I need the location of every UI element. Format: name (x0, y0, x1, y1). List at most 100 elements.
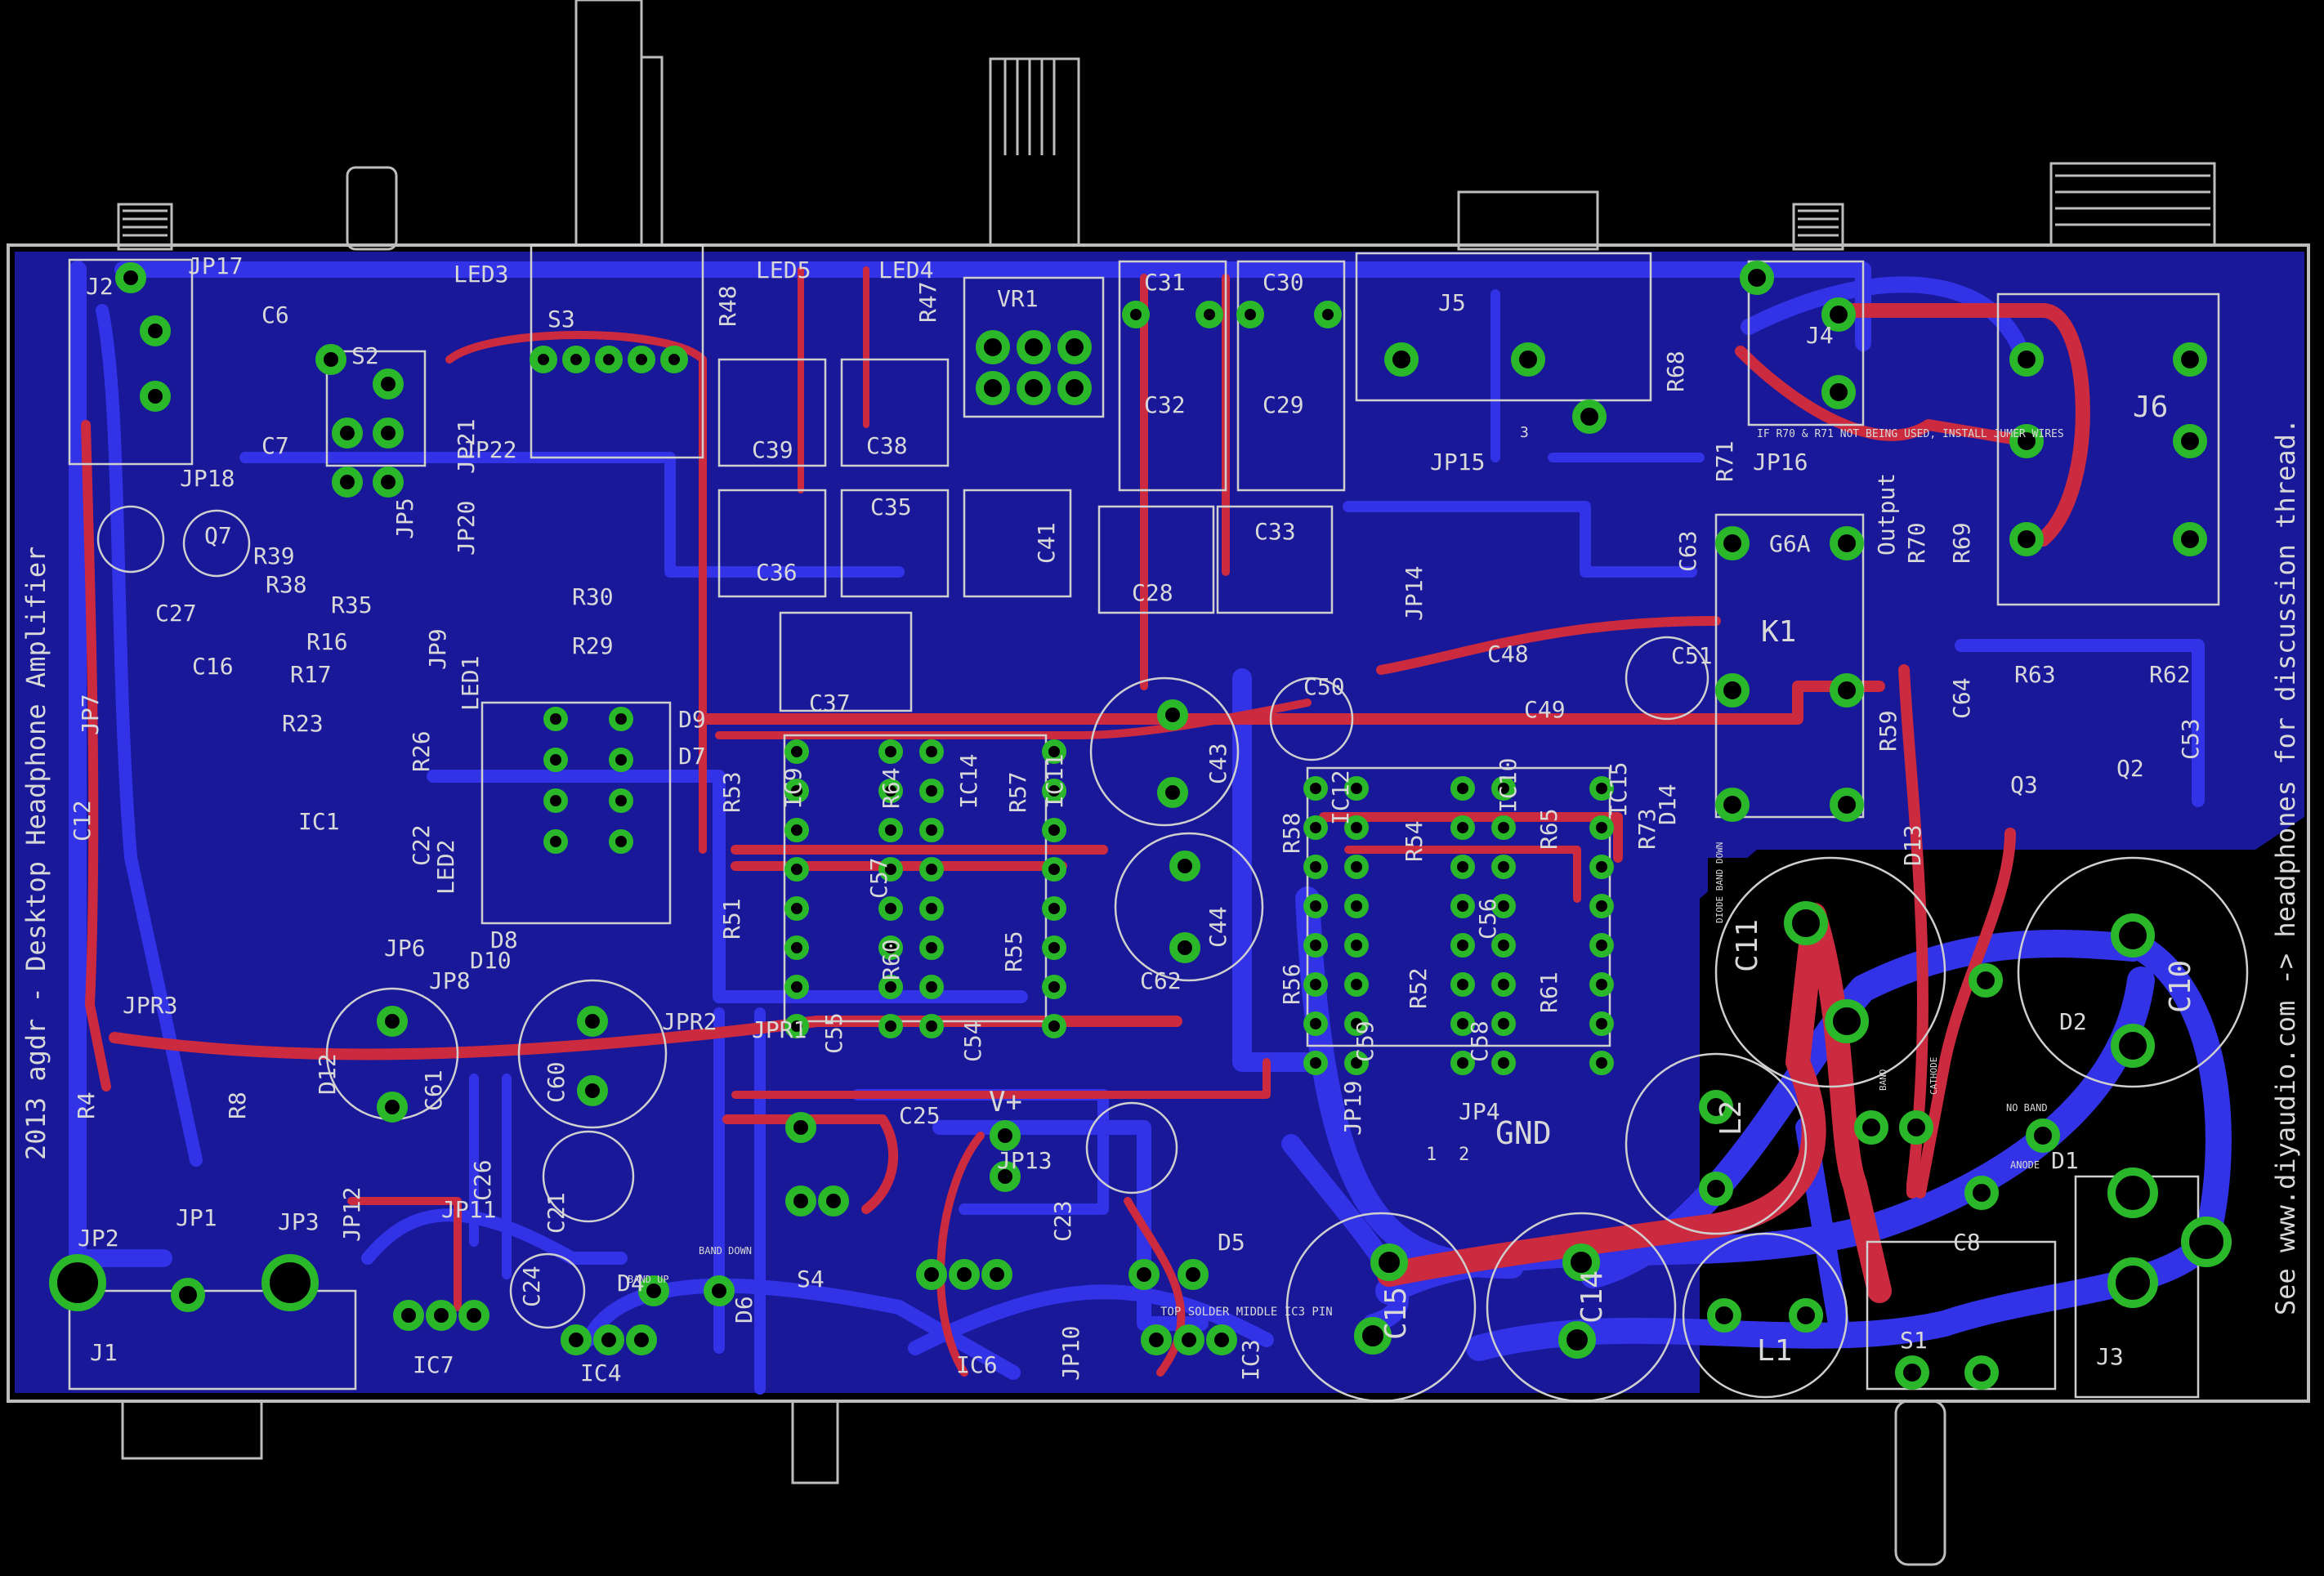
ic-pad (1450, 933, 1475, 958)
component-label-c44: C44 (1204, 906, 1231, 948)
component-label-c24: C24 (518, 1266, 545, 1307)
ic-pad (1303, 933, 1328, 958)
component-label-jp5: JP5 (391, 498, 418, 539)
pin2-label: 2 (1459, 1145, 1469, 1165)
ic-pad (919, 779, 944, 803)
component-label-ic14: IC14 (955, 754, 982, 809)
component-label-r65: R65 (1535, 808, 1562, 850)
ic-pad (1491, 972, 1516, 997)
component-label-d14: D14 (1654, 784, 1681, 825)
component-label-r55: R55 (1000, 931, 1027, 972)
ic-pad (919, 739, 944, 764)
ic-pad (1589, 894, 1614, 918)
ic-pad (784, 935, 809, 960)
component-label-ic4: IC4 (580, 1359, 622, 1386)
component-label-c11: C11 (1731, 919, 1764, 972)
component-label-vr1: VR1 (997, 285, 1039, 312)
ic-pad (878, 779, 903, 803)
component-label-c14: C14 (1575, 1270, 1609, 1324)
component-label-c28: C28 (1132, 579, 1173, 606)
cathode-label: CATHODE (1928, 1057, 1939, 1095)
component-label-jp19: JP19 (1339, 1081, 1366, 1136)
ic-pad (1589, 815, 1614, 840)
component-label-r58: R58 (1278, 812, 1305, 854)
component-label-r69: R69 (1948, 522, 1975, 564)
component-label-jp15: JP15 (1430, 449, 1485, 475)
ic-pad (543, 707, 568, 731)
component-label-c53: C53 (2177, 718, 2204, 760)
component-label-jp16: JP16 (1753, 449, 1808, 475)
ic-pad (1344, 855, 1369, 879)
component-label-jp13: JP13 (997, 1147, 1052, 1174)
ic-pad (1303, 894, 1328, 918)
ic-pad (878, 1014, 903, 1038)
component-label-jp22: JP22 (462, 436, 516, 463)
component-label-c32: C32 (1144, 391, 1186, 418)
ic-pad (878, 896, 903, 921)
component-label-c8: C8 (1953, 1229, 1981, 1256)
component-label-d2: D2 (2059, 1008, 2087, 1035)
component-label-c31: C31 (1144, 269, 1186, 296)
component-label-r62: R62 (2149, 661, 2191, 688)
component-label-d10: D10 (470, 947, 512, 974)
ic-pad (1589, 972, 1614, 997)
ic-pad (784, 896, 809, 921)
component-label-s4: S4 (797, 1266, 825, 1292)
component-label-ic3: IC3 (1237, 1339, 1264, 1381)
ic-pad (878, 935, 903, 960)
ic-pad (1344, 933, 1369, 958)
component-label-c26: C26 (469, 1159, 496, 1201)
component-label-ic9: IC9 (780, 767, 807, 809)
component-label-c58: C58 (1466, 1020, 1493, 1062)
component-label-jp20: JP20 (453, 501, 480, 556)
output-label: Output (1873, 473, 1900, 556)
component-label-c63: C63 (1674, 530, 1701, 572)
component-label-r54: R54 (1401, 820, 1428, 862)
component-label-c54: C54 (959, 1020, 986, 1062)
component-label-r68: R68 (1662, 350, 1689, 392)
component-label-jp17: JP17 (188, 252, 243, 279)
ic-pad (1303, 776, 1328, 801)
component-label-d1: D1 (2051, 1147, 2079, 1174)
component-label-c33: C33 (1254, 518, 1296, 545)
component-label-j5: J5 (1438, 289, 1466, 316)
component-label-jp4: JP4 (1459, 1098, 1500, 1125)
component-label-c62: C62 (1140, 967, 1182, 994)
component-label-c64: C64 (1948, 677, 1975, 719)
ic-pad (1042, 739, 1066, 764)
component-label-jp11: JP11 (441, 1196, 496, 1223)
ic-pad (1344, 1011, 1369, 1036)
component-label-c29: C29 (1263, 391, 1304, 418)
ic-pad (919, 1014, 944, 1038)
pin1-label: 1 (1426, 1145, 1437, 1165)
component-label-d6: D6 (731, 1296, 758, 1324)
component-label-r39: R39 (253, 542, 295, 569)
component-label-r59: R59 (1875, 710, 1902, 752)
ic-pad (1491, 815, 1516, 840)
component-label-r71: R71 (1711, 440, 1738, 482)
ic-pad (609, 788, 633, 813)
component-label-c35: C35 (870, 493, 912, 520)
component-label-c39: C39 (752, 436, 793, 463)
component-label-c6: C6 (261, 301, 289, 328)
component-label-j3: J3 (2096, 1343, 2124, 1370)
title-vertical: 2013 agdr - Desktop Headphone Amplifier (20, 547, 51, 1160)
ic-pad (1450, 855, 1475, 879)
component-label-ic11: IC11 (1041, 754, 1068, 809)
component-label-r35: R35 (331, 592, 373, 618)
component-label-s1: S1 (1900, 1327, 1928, 1354)
component-label-jp7: JP7 (77, 694, 104, 735)
ic-pad (1491, 855, 1516, 879)
component-label-d13: D13 (1899, 824, 1926, 866)
component-label-led2: LED2 (432, 840, 459, 895)
note-solder: TOP SOLDER MIDDLE IC3 PIN (1160, 1306, 1333, 1319)
component-label-r30: R30 (572, 583, 614, 610)
component-label-r70: R70 (1903, 522, 1930, 564)
component-label-c22: C22 (408, 824, 435, 866)
component-label-c36: C36 (756, 559, 798, 586)
component-label-r51: R51 (718, 898, 745, 940)
ic-pad (919, 975, 944, 999)
component-label-jp12: JP12 (338, 1187, 365, 1242)
component-label-c38: C38 (866, 432, 908, 459)
